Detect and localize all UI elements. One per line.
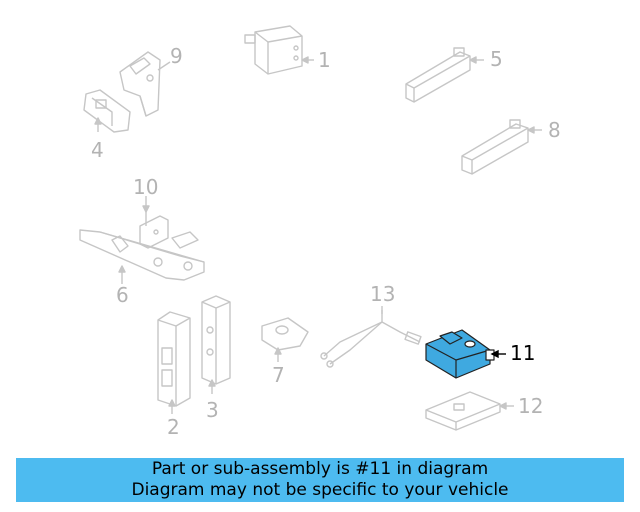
part-12-cover[interactable]	[425, 391, 501, 431]
info-banner: Part or sub-assembly is #11 in diagram D…	[16, 458, 624, 502]
part-4-sensor[interactable]	[83, 89, 131, 133]
callout-2[interactable]: 2	[167, 415, 180, 439]
leader-1	[301, 56, 314, 64]
leader-11	[490, 349, 506, 359]
banner-line-1: Part or sub-assembly is #11 in diagram	[151, 459, 489, 479]
callout-13[interactable]: 13	[370, 282, 395, 306]
part-1-module[interactable]	[244, 25, 303, 75]
part-2-module[interactable]	[157, 311, 191, 407]
part-8-module[interactable]	[461, 119, 529, 175]
part-10-bracket[interactable]	[139, 212, 169, 249]
leader-6	[118, 265, 126, 284]
banner-line-2: Diagram may not be specific to your vehi…	[131, 480, 509, 500]
callout-11[interactable]: 11	[510, 341, 535, 365]
part-5-module[interactable]	[405, 47, 471, 103]
leader-2	[168, 399, 176, 414]
callout-1[interactable]: 1	[318, 48, 331, 72]
part-6-bracket[interactable]	[79, 229, 205, 281]
leader-5	[469, 56, 484, 64]
leader-3	[208, 379, 216, 394]
leader-4	[94, 117, 102, 132]
leader-12	[499, 402, 514, 410]
parts-diagram: 1 2 3 4 5 6 7 8 9 10 11 12 13	[79, 25, 561, 439]
part-11-module-highlighted[interactable]	[425, 329, 495, 379]
callout-12[interactable]: 12	[518, 394, 543, 418]
leader-8	[527, 126, 542, 134]
callout-6[interactable]: 6	[116, 283, 129, 307]
leader-10	[142, 196, 150, 213]
callout-10[interactable]: 10	[133, 175, 158, 199]
part-7-clip[interactable]	[261, 317, 309, 351]
callout-4[interactable]: 4	[91, 138, 104, 162]
leader-7	[274, 347, 282, 362]
callout-8[interactable]: 8	[548, 118, 561, 142]
callout-3[interactable]: 3	[206, 398, 219, 422]
part-9-bracket[interactable]	[119, 51, 161, 117]
leader-9	[157, 61, 171, 71]
part-13-harness[interactable]	[320, 310, 422, 368]
callout-9[interactable]: 9	[170, 44, 183, 68]
callout-5[interactable]: 5	[490, 47, 503, 71]
callout-7[interactable]: 7	[272, 363, 285, 387]
part-3-module[interactable]	[201, 295, 231, 385]
